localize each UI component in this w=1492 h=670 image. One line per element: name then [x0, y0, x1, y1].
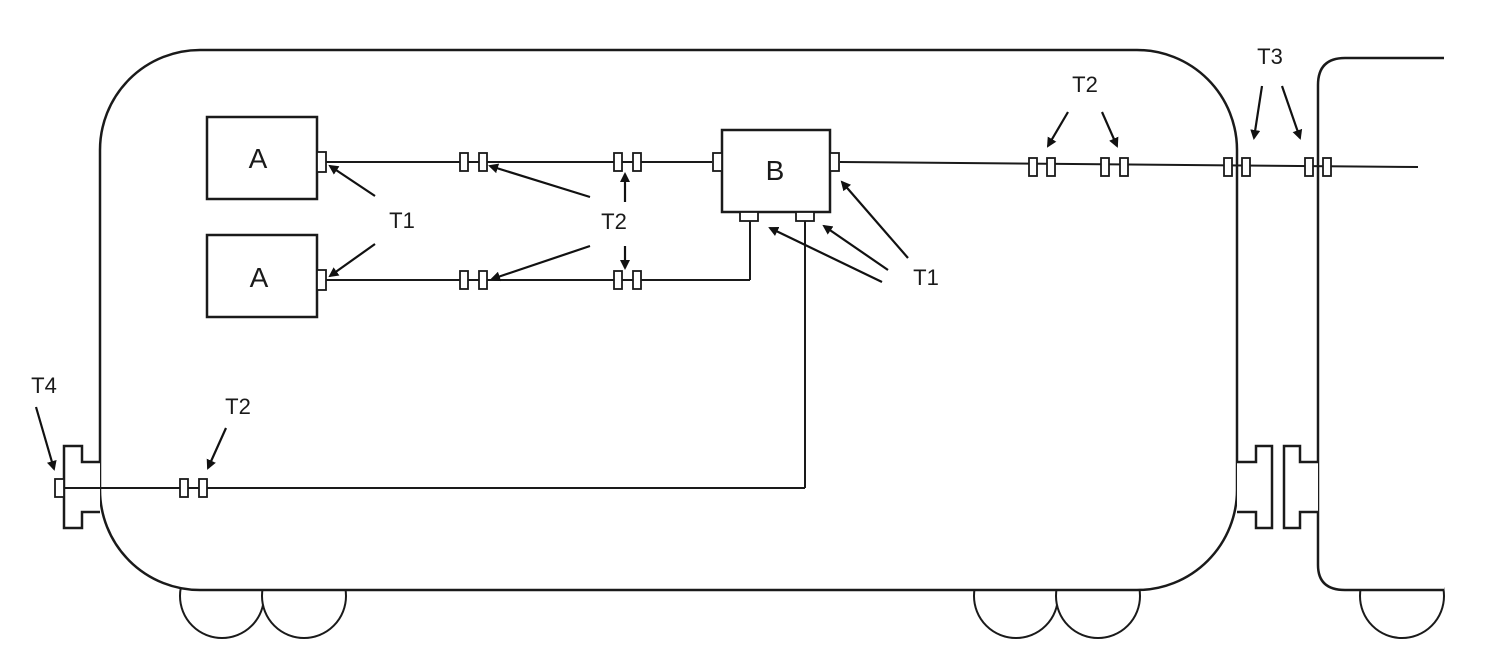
- port-connector: [54, 478, 65, 498]
- next-car-body: [1316, 56, 1444, 592]
- device-a-bottom-label: A: [250, 262, 269, 293]
- connector: [613, 152, 623, 172]
- label-t4: T4: [31, 373, 57, 398]
- connector: [179, 478, 189, 498]
- port-connector: [316, 151, 327, 173]
- label-t2-bottom-left: T2: [225, 394, 251, 419]
- annotation-arrows: [34, 85, 1303, 471]
- port-connector: [739, 211, 759, 222]
- port-connector: [316, 269, 327, 291]
- connector: [1046, 157, 1056, 177]
- connector: [198, 478, 208, 498]
- port-connector: [795, 211, 815, 222]
- device-a-top-label: A: [249, 143, 268, 174]
- device-a-top: A: [205, 115, 319, 201]
- device-b: B: [720, 128, 832, 214]
- connector: [1241, 157, 1251, 177]
- right-coupler-next: [1282, 444, 1318, 530]
- connector: [1223, 157, 1233, 177]
- connector: [1028, 157, 1038, 177]
- device-b-label: B: [766, 155, 785, 186]
- label-t3: T3: [1257, 44, 1283, 69]
- connector: [478, 270, 488, 290]
- inline-connectors: [179, 152, 1332, 498]
- device-a-bottom: A: [205, 233, 319, 319]
- connector: [1119, 157, 1129, 177]
- port-connector: [712, 152, 723, 172]
- connector: [478, 152, 488, 172]
- main-car-body: [98, 48, 1239, 592]
- device-ports: [54, 151, 840, 498]
- connector: [632, 270, 642, 290]
- connector: [1322, 157, 1332, 177]
- label-t1-right: T1: [913, 265, 939, 290]
- label-t2-top-right: T2: [1072, 72, 1098, 97]
- label-t2-middle: T2: [601, 209, 627, 234]
- right-coupler-main: [1237, 444, 1274, 530]
- connector: [1304, 157, 1314, 177]
- connector: [459, 152, 469, 172]
- connector: [613, 270, 623, 290]
- connector: [1100, 157, 1110, 177]
- connector: [632, 152, 642, 172]
- label-t1-left: T1: [389, 208, 415, 233]
- port-connector: [829, 152, 840, 172]
- connector: [459, 270, 469, 290]
